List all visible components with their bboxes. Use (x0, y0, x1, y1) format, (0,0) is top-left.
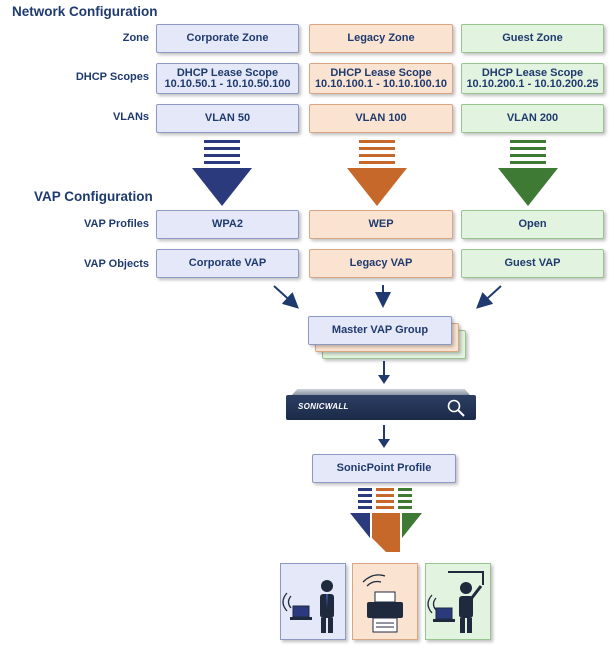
zone-label: Zone (122, 32, 149, 44)
corporate-endpoint (280, 563, 346, 640)
legacy-dhcp-range: 10.10.100.1 - 10.10.100.10 (314, 77, 448, 90)
sonicpoint-profile-box: SonicPoint Profile (312, 454, 456, 483)
legacy-vap-object-text: Legacy VAP (349, 257, 413, 269)
guest-dhcp-title: DHCP Lease Scope (481, 66, 584, 79)
vap-profiles-label: VAP Profiles (83, 218, 149, 230)
magnifier-icon (447, 399, 465, 417)
corporate-vap-profile-box: WPA2 (156, 210, 299, 239)
legacy-dhcp-title: DHCP Lease Scope (330, 66, 432, 79)
converging-arrows (273, 285, 502, 309)
legacy-vap-profile-text: WEP (368, 218, 394, 230)
guest-vap-object-box: Guest VAP (461, 249, 604, 278)
legacy-vap-profile-box: WEP (309, 210, 453, 239)
sonicpoint-profile-text: SonicPoint Profile (336, 462, 432, 474)
master-vap-group-box: Master VAP Group (308, 316, 452, 345)
legacy-zone-box: Legacy Zone (309, 24, 453, 53)
vap-objects-label: VAP Objects (83, 258, 149, 270)
corporate-vlan-text: VLAN 50 (204, 112, 251, 124)
guest-down-arrow-icon (498, 140, 558, 206)
guest-to-master-arrow (476, 285, 502, 309)
guest-vlan-box: VLAN 200 (461, 104, 604, 133)
guest-zone-box: Guest Zone (461, 24, 604, 53)
master-to-device-arrow (378, 361, 390, 384)
guest-dhcp-box: DHCP Lease Scope 10.10.200.1 - 10.10.200… (461, 63, 604, 94)
device-brand: SONICWALL (298, 402, 349, 411)
device-to-profile-arrow (378, 425, 390, 448)
guest-dhcp-range: 10.10.200.1 - 10.10.200.25 (466, 77, 599, 90)
corporate-vap-object-text: Corporate VAP (188, 257, 267, 269)
guest-vlan-text: VLAN 200 (506, 112, 559, 124)
dhcp-scopes-label: DHCP Scopes (75, 71, 149, 83)
corporate-dhcp-box: DHCP Lease Scope 10.10.50.1 - 10.10.50.1… (156, 63, 299, 94)
guest-endpoint (425, 563, 491, 640)
legacy-down-arrow-icon (347, 140, 407, 206)
corporate-down-arrow-icon (192, 140, 252, 206)
legacy-vlan-text: VLAN 100 (355, 112, 407, 124)
corporate-zone-box: Corporate Zone (156, 24, 299, 53)
laptop-user-icon (282, 580, 334, 633)
guest-vap-object-text: Guest VAP (504, 257, 561, 269)
legacy-vlan-box: VLAN 100 (309, 104, 453, 133)
presenter-laptop-icon (427, 571, 484, 633)
legacy-endpoint (352, 563, 418, 640)
master-vap-group-text: Master VAP Group (331, 324, 429, 336)
vlans-label: VLANs (112, 111, 149, 123)
legacy-vap-object-box: Legacy VAP (309, 249, 453, 278)
guest-vap-profile-box: Open (461, 210, 604, 239)
vap-configuration-title: VAP Configuration (34, 189, 153, 204)
corporate-vap-object-box: Corporate VAP (156, 249, 299, 278)
legacy-zone-text: Legacy Zone (347, 32, 415, 44)
network-configuration-title: Network Configuration (12, 4, 158, 19)
corporate-vlan-box: VLAN 50 (156, 104, 299, 133)
wireless-printer-icon (362, 574, 403, 633)
device-top (292, 389, 470, 395)
legacy-dhcp-box: DHCP Lease Scope 10.10.100.1 - 10.10.100… (309, 63, 453, 94)
corporate-zone-text: Corporate Zone (186, 32, 269, 44)
corporate-to-master-arrow (273, 285, 299, 309)
guest-vap-profile-text: Open (518, 218, 547, 230)
corporate-dhcp-range: 10.10.50.1 - 10.10.50.100 (164, 77, 291, 90)
corporate-dhcp-title: DHCP Lease Scope (176, 66, 279, 79)
corporate-vap-profile-text: WPA2 (212, 218, 243, 230)
device-front (286, 395, 476, 420)
guest-zone-text: Guest Zone (502, 32, 563, 44)
split-down-arrow-icon (350, 488, 422, 552)
firewall-appliance-icon: SONICWALL (286, 389, 476, 420)
